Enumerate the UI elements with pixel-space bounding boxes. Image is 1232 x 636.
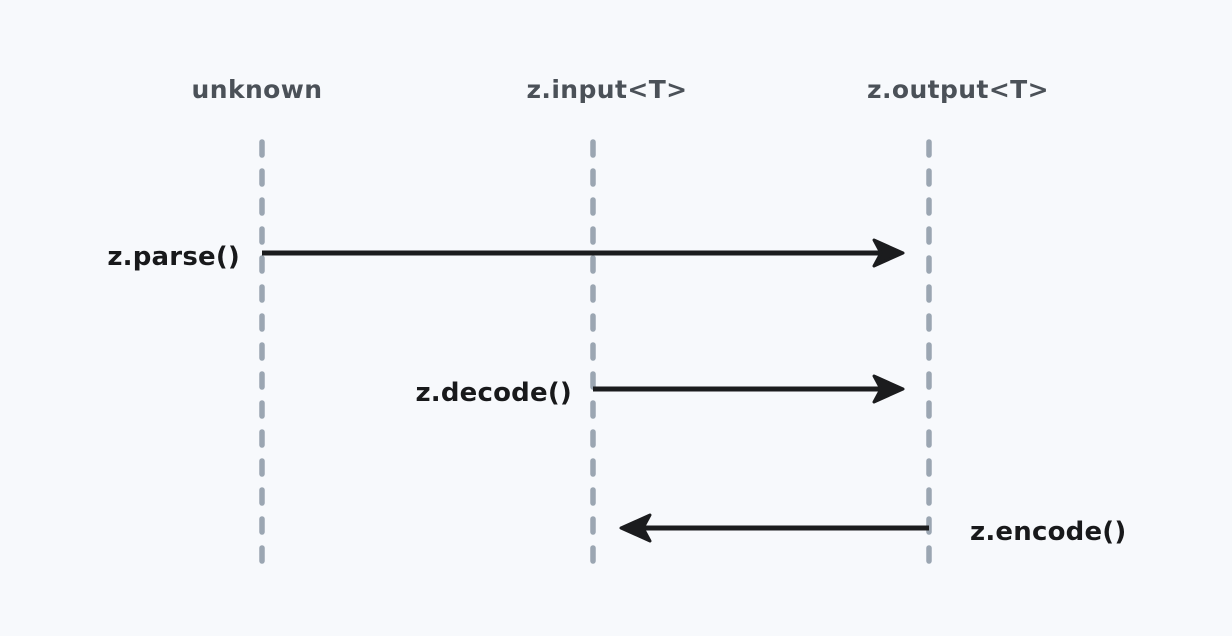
message-decode: z.decode() xyxy=(415,374,905,408)
message-decode-label: z.decode() xyxy=(415,378,572,408)
message-parse-arrowhead xyxy=(872,238,905,268)
message-decode-arrowhead xyxy=(872,374,905,404)
lifelines-group xyxy=(259,139,932,573)
participant-label-z-input: z.input<T> xyxy=(526,75,687,104)
message-encode-label: z.encode() xyxy=(970,517,1126,547)
message-encode: z.encode() xyxy=(619,513,1126,547)
message-parse: z.parse() xyxy=(107,238,905,272)
participant-label-unknown: unknown xyxy=(192,75,323,104)
participant-label-z-output: z.output<T> xyxy=(867,75,1049,104)
message-parse-label: z.parse() xyxy=(107,242,240,272)
message-encode-arrowhead xyxy=(619,513,652,543)
participants-group: unknown z.input<T> z.output<T> xyxy=(192,75,1049,104)
